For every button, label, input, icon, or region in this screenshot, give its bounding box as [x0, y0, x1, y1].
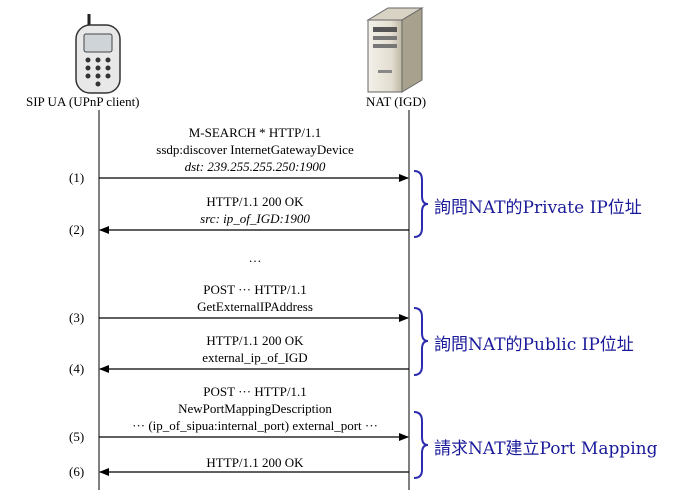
- message-3-line-2: GetExternalIPAddress: [197, 299, 313, 314]
- message-5-line-2: NewPortMappingDescription: [178, 401, 332, 416]
- message-4-line-1: HTTP/1.1 200 OK: [206, 333, 304, 348]
- message-5-line-1: POST ··· HTTP/1.1: [203, 384, 307, 399]
- nat-label: NAT (IGD): [366, 94, 427, 109]
- message-5-line-3: ··· (ip_of_sipua:internal_port) external…: [132, 418, 378, 433]
- note-private-ip: 詢問NAT的Private IP位址: [434, 198, 642, 218]
- client-label: SIP UA (UPnP client): [26, 94, 140, 109]
- step-number: (4): [69, 361, 85, 376]
- step-number: (5): [69, 429, 85, 444]
- brace-1: [413, 170, 429, 238]
- server-tower-icon: [366, 7, 424, 93]
- message-4-line-2: external_ip_of_IGD: [202, 350, 308, 365]
- mobile-phone-icon: [75, 14, 121, 94]
- message-1-line-3: dst: 239.255.255.250:1900: [184, 159, 326, 174]
- message-6-line-1: HTTP/1.1 200 OK: [206, 455, 304, 470]
- step-number: (3): [69, 310, 85, 325]
- brace-2: [413, 307, 429, 376]
- note-port-mapping: 請求NAT建立Port Mapping: [434, 439, 658, 459]
- step-number: (2): [69, 222, 85, 237]
- message-2-line-2: src: ip_of_IGD:1900: [200, 211, 310, 226]
- ellipsis: …: [248, 250, 262, 265]
- message-1-line-1: M-SEARCH * HTTP/1.1: [188, 125, 322, 140]
- message-2-line-1: HTTP/1.1 200 OK: [206, 194, 304, 209]
- brace-3: [413, 411, 429, 479]
- message-3-line-1: POST ··· HTTP/1.1: [203, 282, 307, 297]
- note-public-ip: 詢問NAT的Public IP位址: [434, 335, 634, 355]
- step-number: (1): [69, 170, 85, 185]
- step-number: (6): [69, 464, 85, 479]
- message-1-line-2: ssdp:discover InternetGatewayDevice: [156, 142, 354, 157]
